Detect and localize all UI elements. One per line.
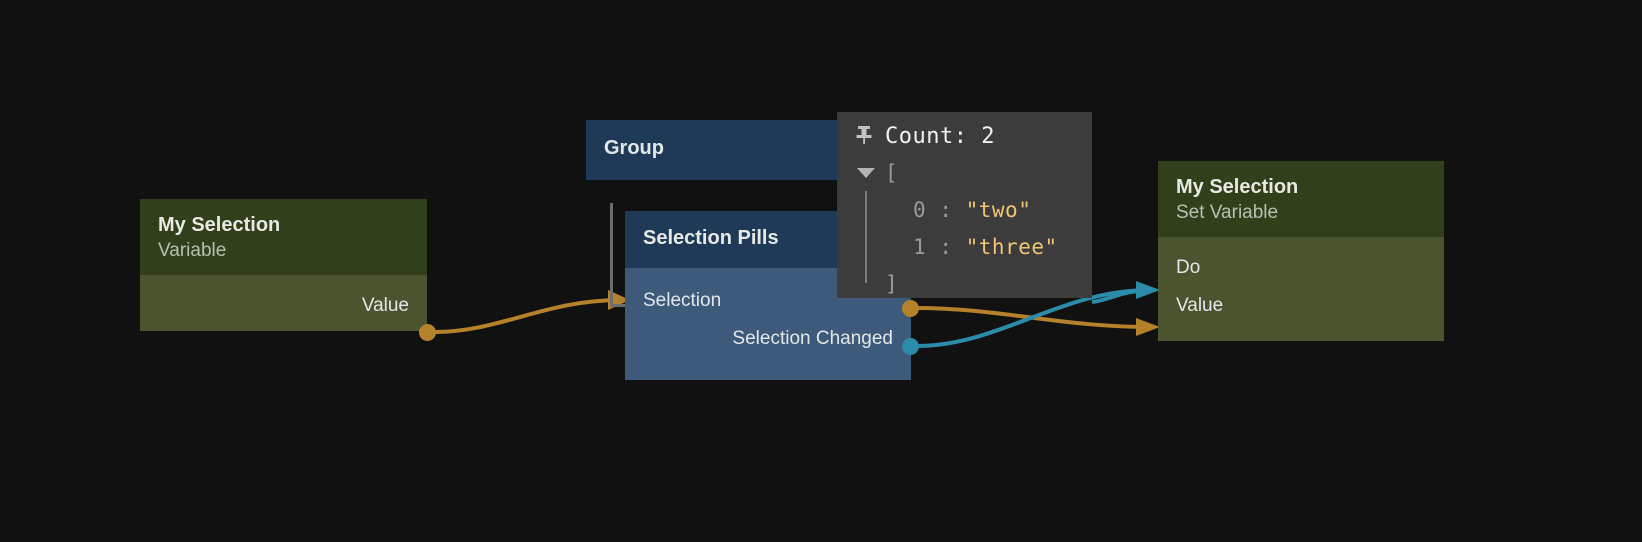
port-row-do[interactable]: Do — [1158, 249, 1444, 287]
entry-index: 0 — [913, 198, 927, 222]
node-title: My Selection — [158, 214, 281, 236]
entry-separator: : — [939, 198, 953, 222]
node-header: My Selection Set Variable — [1158, 161, 1444, 237]
entry-index: 1 — [913, 235, 927, 259]
group-bracket — [610, 203, 638, 307]
port-label-value: Value — [361, 295, 409, 316]
inspector-count-label: Count: 2 — [885, 124, 995, 149]
entry-value: "two" — [965, 198, 1032, 222]
collapse-triangle-icon[interactable] — [857, 168, 875, 178]
wire-selection-to-setvalue — [915, 306, 1151, 329]
arrow-setvalue-input — [1136, 318, 1160, 336]
node-body: Value — [140, 275, 427, 331]
inspector-close-bracket: ] — [885, 272, 899, 296]
node-title: Selection Pills — [643, 227, 779, 249]
node-subtitle: Set Variable — [1176, 202, 1279, 223]
group-header[interactable]: Group — [586, 120, 886, 180]
tree-guide-line — [865, 191, 867, 283]
value-inspector-popup[interactable]: Count: 2 [ 0 : "two" 1 : "three" ] — [837, 112, 1092, 298]
port-row-selection-changed[interactable]: Selection Changed — [625, 320, 911, 358]
inspector-entry-1[interactable]: 1 : "three" — [885, 229, 1092, 266]
port-row-value-in[interactable]: Value — [1158, 287, 1444, 325]
port-dot-selection-changed[interactable] — [902, 338, 919, 355]
node-set-variable-my-selection[interactable]: My Selection Set Variable Do Value — [1158, 161, 1444, 341]
wire-exec-tail — [1091, 288, 1151, 304]
group-title: Group — [604, 137, 664, 159]
port-dot-variable-value[interactable] — [419, 324, 436, 341]
node-variable-my-selection[interactable]: My Selection Variable Value — [140, 199, 427, 331]
node-title: My Selection — [1176, 176, 1299, 198]
arrow-do-input — [1136, 281, 1160, 299]
node-subtitle: Variable — [158, 240, 227, 261]
port-dot-selection-out[interactable] — [902, 300, 919, 317]
port-row-value[interactable]: Value — [140, 287, 427, 325]
wire-value-to-selection — [433, 298, 621, 334]
inspector-tree: [ 0 : "two" 1 : "three" ] — [837, 155, 1092, 303]
port-row-selection-in[interactable]: Selection — [625, 282, 911, 320]
port-label-selection: Selection — [643, 290, 722, 311]
port-label-do: Do — [1176, 257, 1201, 278]
inspector-header: Count: 2 — [837, 122, 1092, 155]
entry-separator: : — [939, 235, 953, 259]
entry-value: "three" — [965, 235, 1058, 259]
node-body: Do Value — [1158, 237, 1444, 341]
inspector-entry-0[interactable]: 0 : "two" — [885, 192, 1092, 229]
pin-icon[interactable] — [855, 125, 873, 149]
port-label-selection-changed: Selection Changed — [732, 328, 893, 349]
inspector-open-bracket: [ — [885, 161, 899, 185]
port-label-value: Value — [1176, 295, 1224, 316]
node-header: My Selection Variable — [140, 199, 427, 275]
